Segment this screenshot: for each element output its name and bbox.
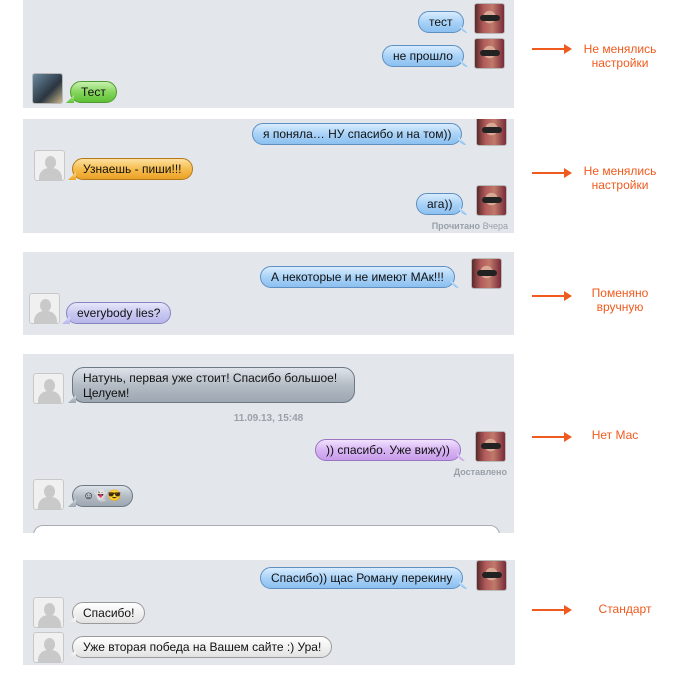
arrow-icon [532, 44, 572, 54]
avatar [471, 258, 502, 289]
arrow-icon [532, 168, 572, 178]
avatar-placeholder [33, 373, 64, 404]
message-bubble: А некоторые и не имеют МАк!!! [260, 266, 455, 288]
message-bubble: Спасибо! [72, 602, 146, 624]
chat-panel-3: А некоторые и не имеют МАк!!! everybody … [23, 252, 514, 335]
message-bubble: Натунь, первая уже стоит! Спасибо большо… [72, 367, 355, 403]
arrow-icon [532, 291, 572, 301]
timestamp: 11.09.13, 15:48 [233, 413, 304, 424]
annotation-label: Не менялись настройки [583, 164, 657, 192]
annotation-label: Нет Мас [591, 428, 639, 442]
avatar [474, 38, 505, 69]
read-status: Прочитано Вчера [432, 221, 508, 231]
delivered-status: Доставлено [453, 467, 507, 477]
message-bubble: )) спасибо. Уже вижу)) [315, 439, 461, 461]
arrow-icon [532, 605, 572, 615]
avatar-placeholder [29, 293, 60, 324]
message-bubble: Тест [70, 81, 117, 103]
message-bubble: everybody lies? [66, 302, 172, 324]
arrow-icon [532, 432, 572, 442]
annotation-label: Поменяно вручную [591, 286, 649, 314]
avatar-placeholder [33, 479, 64, 510]
avatar [474, 3, 505, 34]
message-bubble: не прошло [382, 45, 464, 67]
message-bubble: Спасибо)) щас Роману перекину [260, 567, 464, 589]
annotation-label: Не менялись настройки [583, 42, 657, 70]
status-time: Вчера [482, 221, 508, 231]
avatar-placeholder [34, 150, 65, 181]
message-bubble: Уже вторая победа на Вашем сайте :) Ура! [72, 636, 333, 658]
avatar [476, 560, 507, 591]
message-bubble: тест [418, 11, 464, 33]
avatar [476, 185, 507, 216]
message-input[interactable] [33, 525, 500, 533]
avatar-placeholder [33, 632, 64, 663]
chat-panel-2: я поняла… НУ спасибо и на том)) Узнаешь … [23, 119, 514, 233]
message-bubble: я поняла… НУ спасибо и на том)) [252, 123, 463, 145]
annotation-label: Стандарт [598, 602, 652, 616]
status-text: Прочитано [431, 221, 481, 231]
chat-panel-1: тест не прошло Тест [23, 0, 514, 108]
avatar [32, 73, 63, 104]
message-bubble: ага)) [416, 193, 464, 215]
avatar-placeholder [33, 597, 64, 628]
message-bubble: Узнаешь - пиши!!! [72, 158, 193, 180]
message-bubble: ☺👻😎 [72, 485, 133, 507]
avatar [476, 119, 507, 146]
chat-panel-5: Спасибо)) щас Роману перекину Спасибо! У… [23, 560, 515, 665]
chat-panel-4: Натунь, первая уже стоит! Спасибо большо… [23, 354, 514, 533]
avatar [475, 431, 506, 462]
